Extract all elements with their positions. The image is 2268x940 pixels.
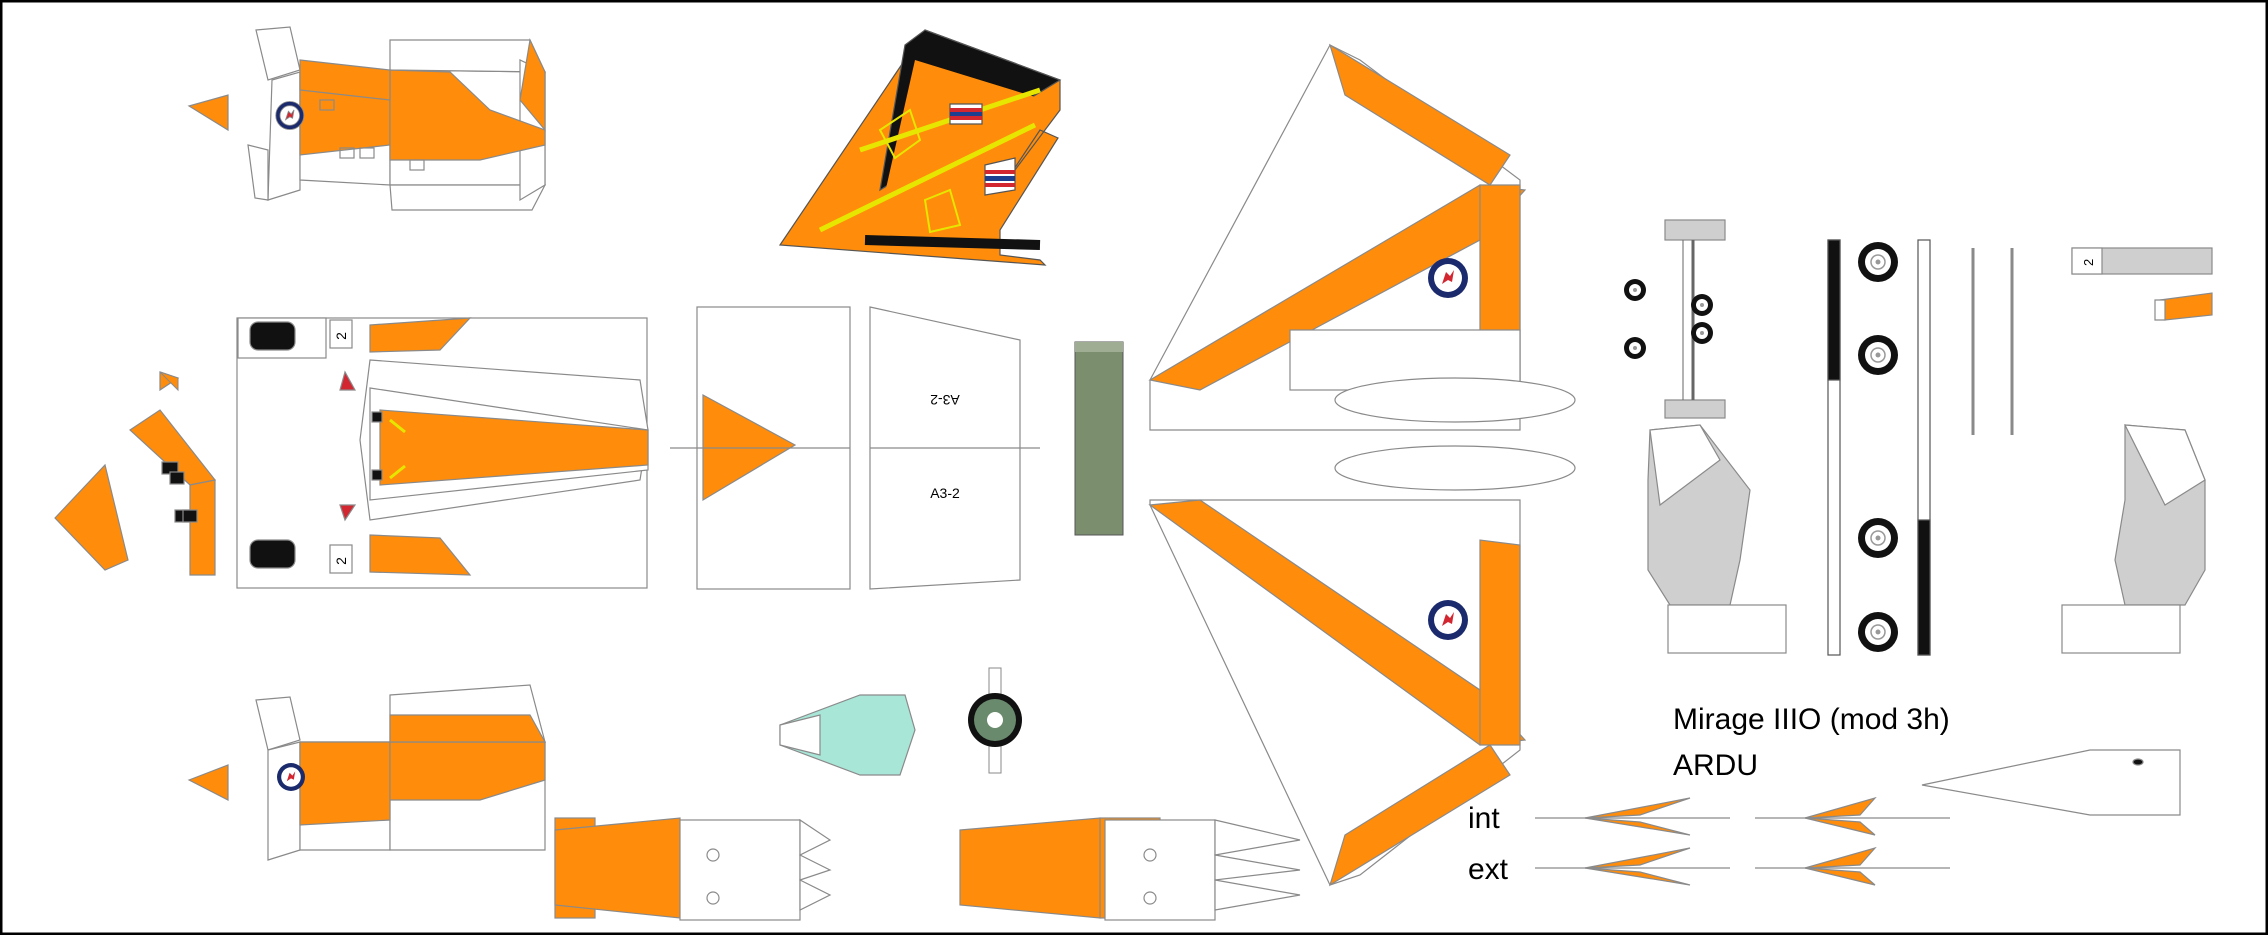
main-wing-lower	[1148, 445, 1576, 887]
grille-strip	[1074, 341, 1124, 536]
squadron-badge-icon	[923, 188, 962, 234]
serial-marking-lower: A3-2	[930, 485, 960, 501]
landing-gear-assembly	[1664, 219, 1726, 419]
squadron-badge-icon	[878, 108, 922, 160]
wheel-icon	[1857, 517, 1899, 559]
tail-tabs	[2071, 247, 2213, 321]
gear-door-strips	[1827, 239, 1931, 656]
gear-struts	[1971, 248, 2014, 435]
model-title: Mirage IIIO (mod 3h)	[1673, 703, 1950, 736]
canopy-part	[779, 694, 916, 776]
nose-cone-part	[1921, 749, 2181, 816]
main-wing-upper	[1148, 43, 1576, 431]
wheel-icon	[1857, 611, 1899, 653]
intake-cone-parts	[1535, 796, 1950, 886]
wheel-icon	[1691, 322, 1713, 344]
kangaroo-roundel-icon	[1428, 600, 1468, 640]
code-number-bottom: 2	[333, 557, 349, 565]
fuselage-side-panel-top	[187, 26, 546, 211]
jet-pipe-part-right	[959, 817, 1301, 921]
fuselage-side-panel-bottom	[187, 684, 547, 861]
fuselage-main-body: 2 2	[54, 317, 649, 589]
label-ext: ext	[1468, 853, 1509, 886]
small-part-tab	[159, 371, 179, 392]
engine-fan-disc	[968, 667, 1022, 774]
label-int: int	[1468, 802, 1500, 835]
wheel-icon	[1624, 279, 1646, 301]
serial-marking-upper: A3-2	[930, 392, 960, 408]
wing-upper-decal	[778, 29, 1062, 266]
wheel-icon	[1691, 294, 1713, 316]
wheel-icon	[1857, 241, 1899, 283]
intake-ducts	[1647, 424, 2206, 654]
jet-pipe-part-left	[554, 817, 832, 921]
wheel-icon	[1624, 337, 1646, 359]
wheel-icon	[1857, 334, 1899, 376]
kangaroo-roundel-icon	[277, 763, 305, 791]
model-subtitle: ARDU	[1673, 749, 1758, 782]
code-number-tail: 2	[2081, 259, 2096, 266]
code-number-top: 2	[333, 332, 349, 340]
kangaroo-roundel-icon	[1428, 258, 1468, 298]
intake-panels	[670, 306, 1040, 590]
